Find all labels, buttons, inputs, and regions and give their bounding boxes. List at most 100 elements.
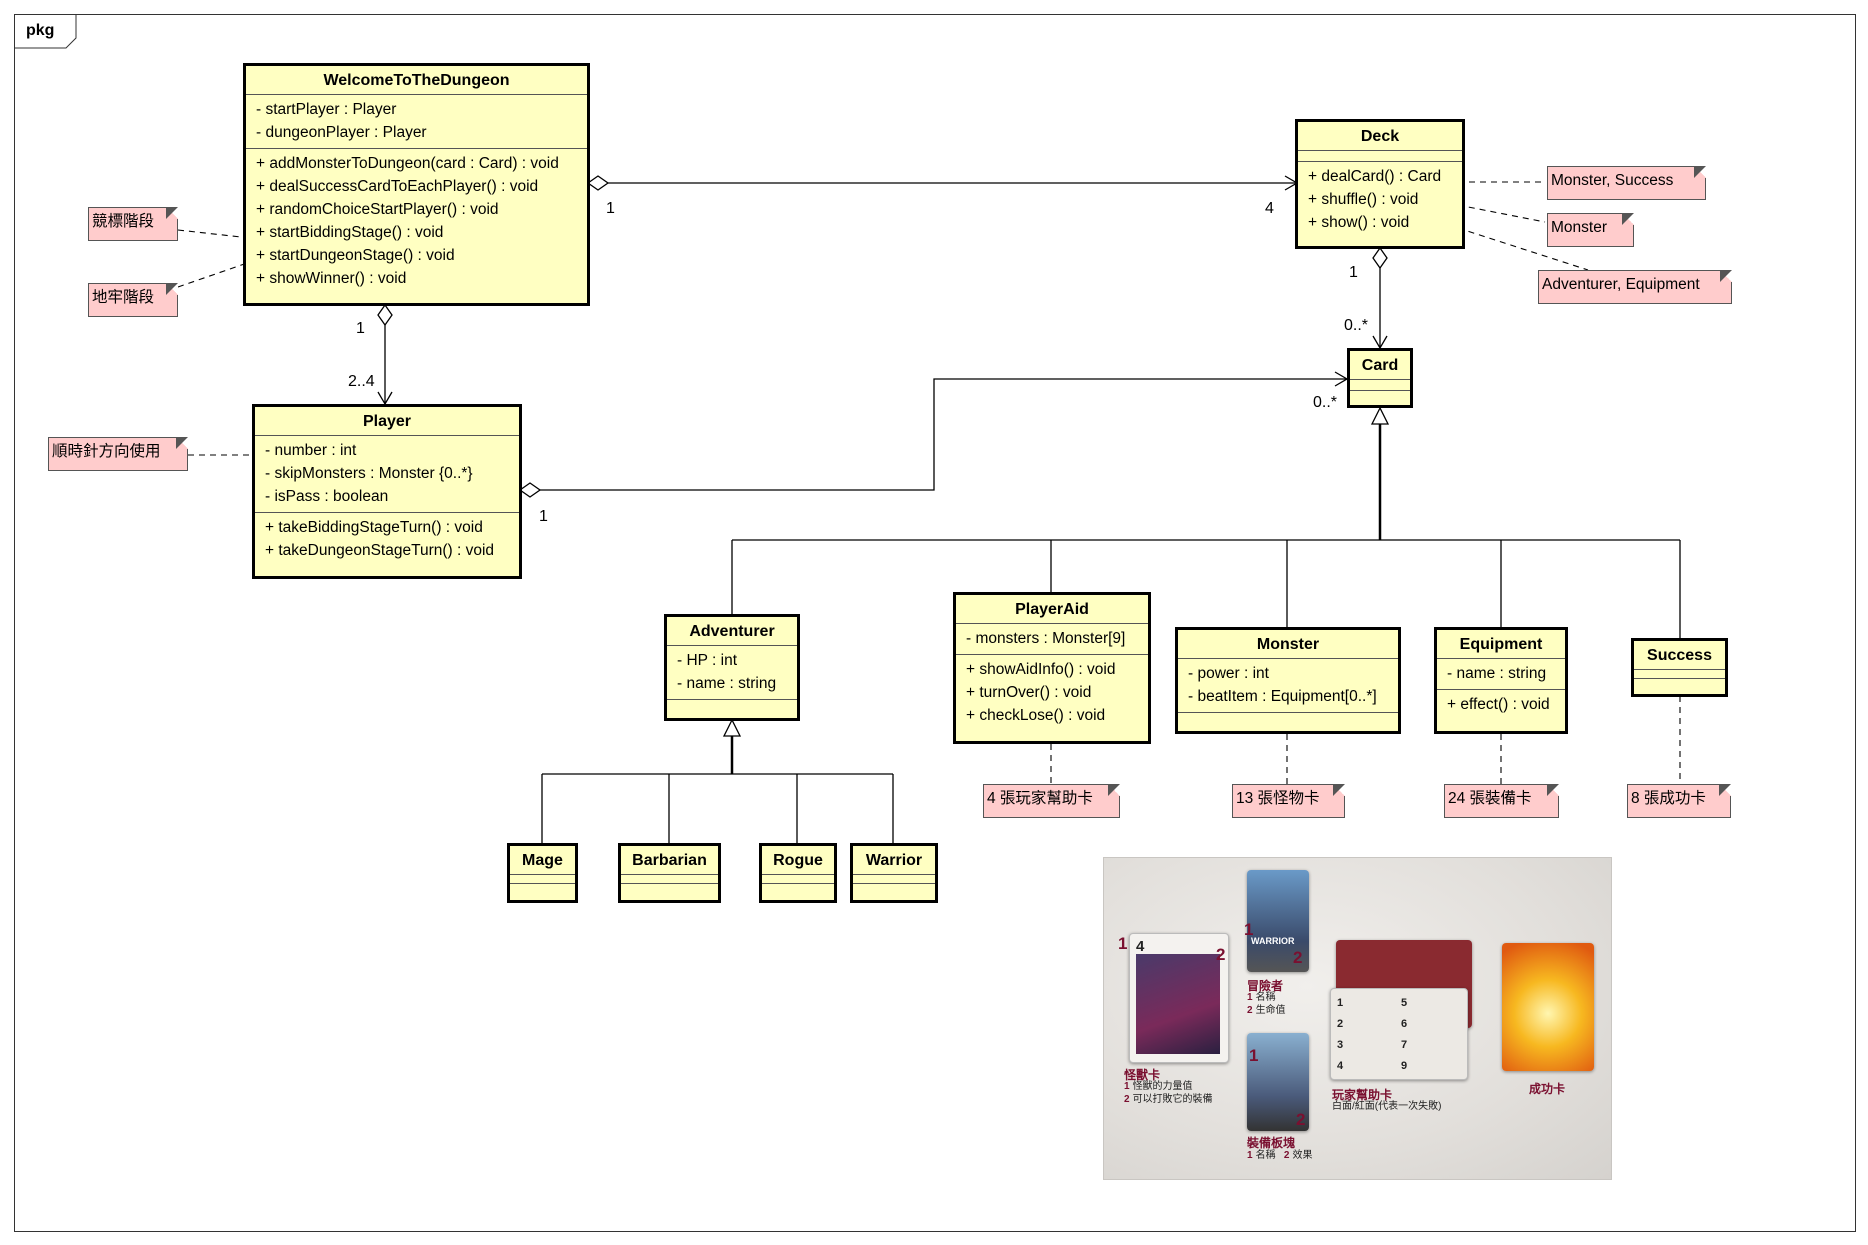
attributes-section xyxy=(621,875,718,884)
attribute: - skipMonsters : Monster {0..*} xyxy=(265,465,473,482)
class-name: Equipment xyxy=(1437,630,1565,659)
callout-number: 2 xyxy=(1296,1110,1306,1129)
class-adventurer[interactable]: Adventurer - HP : int - name : string xyxy=(664,614,800,721)
attributes-section xyxy=(762,875,834,884)
attribute: - power : int xyxy=(1188,665,1269,682)
class-name: PlayerAid xyxy=(956,595,1148,624)
attributes-section xyxy=(1350,380,1410,391)
class-rogue[interactable]: Rogue xyxy=(759,843,837,903)
monster-card-image: 4 xyxy=(1129,933,1229,1063)
operation: + dealSuccessCardToEachPlayer() : void xyxy=(256,178,539,195)
class-name: Barbarian xyxy=(621,846,718,875)
attributes-section xyxy=(1298,151,1462,162)
attribute: - HP : int xyxy=(677,652,738,669)
player-aid-caption: 白面/紅面(代表一次失敗) xyxy=(1332,1101,1442,1112)
player-aid-label: 玩家幫助卡 xyxy=(1332,1088,1393,1102)
callout-number: 1 xyxy=(1249,1046,1259,1065)
note-clockwise[interactable]: 順時針方向使用 xyxy=(48,437,188,471)
class-deck[interactable]: Deck + dealCard() : Card + shuffle() : v… xyxy=(1295,119,1465,249)
operation: + show() : void xyxy=(1308,214,1410,231)
operation: + takeDungeonStageTurn() : void xyxy=(265,542,495,559)
operations-section xyxy=(510,884,575,892)
attributes-section: - power : int - beatItem : Equipment[0..… xyxy=(1178,659,1398,713)
generalization-adventurer xyxy=(541,718,894,843)
attribute: - monsters : Monster[9] xyxy=(966,630,1126,647)
class-player-aid[interactable]: PlayerAid - monsters : Monster[9] + show… xyxy=(953,592,1151,744)
attributes-section: - monsters : Monster[9] xyxy=(956,624,1148,655)
operations-section: + effect() : void xyxy=(1437,690,1565,720)
attribute: - name : string xyxy=(677,675,777,692)
attributes-section: - startPlayer : Player - dungeonPlayer :… xyxy=(246,95,587,149)
class-name: Success xyxy=(1634,641,1725,670)
multiplicity-welcome-deck-target: 4 xyxy=(1265,200,1274,217)
equipment-card-image xyxy=(1247,1033,1309,1131)
multiplicity-player-card-target: 0..* xyxy=(1313,394,1338,411)
association-deck-card xyxy=(1372,246,1388,350)
multiplicity-deck-card-source: 1 xyxy=(1349,264,1358,281)
operation: + addMonsterToDungeon(card : Card) : voi… xyxy=(256,155,559,172)
operations-section: + takeBiddingStageTurn() : void + takeDu… xyxy=(255,513,519,566)
callout-number: 1 xyxy=(1244,920,1254,939)
class-card[interactable]: Card xyxy=(1347,348,1413,408)
operation: + randomChoiceStartPlayer() : void xyxy=(256,201,499,218)
operations-section xyxy=(1634,679,1725,687)
note-deal-card-types[interactable]: Monster, Success xyxy=(1547,166,1706,200)
multiplicity-welcome-player-target: 2..4 xyxy=(348,373,375,390)
operations-section xyxy=(762,884,834,892)
class-player[interactable]: Player - number : int - skipMonsters : M… xyxy=(252,404,522,579)
operation: + effect() : void xyxy=(1447,696,1550,713)
attributes-section: - HP : int - name : string xyxy=(667,646,797,700)
multiplicity-welcome-deck-source: 1 xyxy=(606,200,615,217)
attribute: - beatItem : Equipment[0..*] xyxy=(1188,688,1377,705)
class-welcome-to-the-dungeon[interactable]: WelcomeToTheDungeon - startPlayer : Play… xyxy=(243,63,590,306)
class-monster[interactable]: Monster - power : int - beatItem : Equip… xyxy=(1175,627,1401,734)
class-name: WelcomeToTheDungeon xyxy=(246,66,587,95)
callout-number: 1 xyxy=(1118,934,1128,953)
attributes-section: - number : int - skipMonsters : Monster … xyxy=(255,436,519,513)
package-frame xyxy=(14,14,1856,1232)
class-equipment[interactable]: Equipment - name : string + effect() : v… xyxy=(1434,627,1568,734)
monster-power-value: 4 xyxy=(1136,938,1145,955)
callout-number: 2 xyxy=(1293,948,1303,967)
attribute: - startPlayer : Player xyxy=(256,101,397,118)
package-tab-outline xyxy=(14,14,77,49)
aid-row-numbers: 5 6 7 9 xyxy=(1401,997,1408,1072)
operation: + startBiddingStage() : void xyxy=(256,224,444,241)
attributes-section xyxy=(510,875,575,884)
class-name: Mage xyxy=(510,846,575,875)
note-dungeon-stage[interactable]: 地牢階段 xyxy=(88,283,178,317)
note-bidding-stage[interactable]: 競標階段 xyxy=(88,207,178,241)
monster-card-label: 怪獸卡 xyxy=(1124,1068,1161,1082)
attribute: - number : int xyxy=(265,442,357,459)
adventurer-card-label: 冒險者 xyxy=(1247,979,1284,993)
class-warrior[interactable]: Warrior xyxy=(850,843,938,903)
note-shuffle-types[interactable]: Monster xyxy=(1547,213,1634,247)
note-aid-count[interactable]: 4 張玩家幫助卡 xyxy=(983,784,1120,818)
attributes-section xyxy=(853,875,935,884)
aid-row-numbers: 1 2 3 4 xyxy=(1337,997,1344,1072)
operation: + showAidInfo() : void xyxy=(966,661,1116,678)
class-success[interactable]: Success xyxy=(1631,638,1728,697)
class-barbarian[interactable]: Barbarian xyxy=(618,843,721,903)
note-show-types[interactable]: Adventurer, Equipment xyxy=(1538,270,1732,304)
operations-section xyxy=(1350,391,1410,399)
class-mage[interactable]: Mage xyxy=(507,843,578,903)
warrior-word: WARRIOR xyxy=(1251,936,1295,946)
operations-section xyxy=(853,884,935,892)
operations-section xyxy=(1178,713,1398,721)
callout-number: 2 xyxy=(1216,945,1226,964)
note-monster-count[interactable]: 13 張怪物卡 xyxy=(1232,784,1345,818)
attribute: - isPass : boolean xyxy=(265,488,389,505)
note-success-count[interactable]: 8 張成功卡 xyxy=(1627,784,1731,818)
note-equipment-count[interactable]: 24 張裝備卡 xyxy=(1444,784,1559,818)
operation: + turnOver() : void xyxy=(966,684,1092,701)
attributes-section xyxy=(1634,670,1725,679)
class-name: Deck xyxy=(1298,122,1462,151)
operation: + takeBiddingStageTurn() : void xyxy=(265,519,483,536)
attribute: - dungeonPlayer : Player xyxy=(256,124,427,141)
class-name: Card xyxy=(1350,351,1410,380)
adventurer-card-image: WARRIOR xyxy=(1247,870,1309,972)
